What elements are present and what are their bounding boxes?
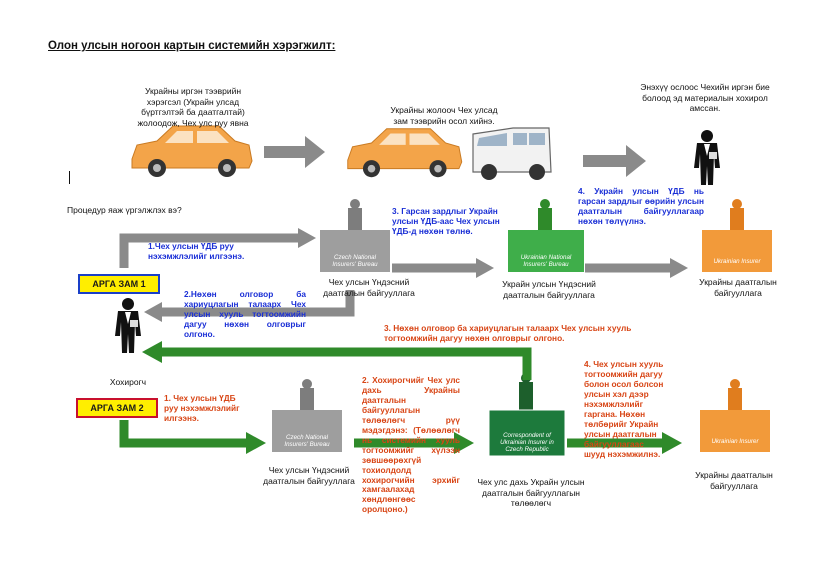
route2-arrows [119,347,664,448]
ukr-bureau-box-label: Ukrainian National Insurers' Bureau [520,254,572,269]
building-icon [508,199,584,272]
person-icon [115,298,141,353]
caption-ukr-bureau: Украйн улсын Үндэсний даатгалын байгуулл… [502,279,596,300]
caption-czech-bureau-2: Чех улсын Үндэсний даатгалын байгууллага [263,465,355,486]
ukr-insurer-box-label: Ukrainian Insurer [713,258,761,265]
arrow-left-icon [142,341,162,363]
van-icon [472,127,552,180]
ukr-insurer-box-label-2: Ukrainian Insurer [711,438,759,445]
arrow-left-icon [144,302,162,322]
caption-victim: Хохирогч [109,377,147,387]
arrow-right-icon [246,432,266,454]
route-1-label: АРГА ЗАМ 1 [78,274,160,294]
arrow-right-icon [264,136,646,177]
step-red-2: 2. Хохирогчийг Чех улс дахь Украйны даат… [362,375,460,515]
page-title: Олон улсын ногоон картын системийн хэрэг… [48,40,336,52]
step-red-4: 4. Чех улсын хууль тогтоомжийн дагуу бол… [584,359,664,459]
caption-accident: Украйны жолооч Чех улсад зам тээврийн ос… [390,105,498,126]
step-blue-4: 4. Украйн улсын ҮДБ нь гарсан зардлыг өө… [578,186,704,226]
step-blue-3: 3. Гарсан зардлыг Украйн улсын ҮДБ-аас Ч… [392,206,500,236]
route1-arrows [119,233,672,317]
building-icon [702,199,772,272]
step-blue-1: 1.Чех улсын ҮДБ руу нэхэмжлэлийг илгээнэ… [148,241,245,261]
building-icon [488,373,566,457]
step-red-3: 3. Нөхөн олговор ба хариуцлагын талаарх … [384,323,632,343]
czech-bureau-box-label-2: Czech National Insurers' Bureau [284,434,330,449]
caption-czech-bureau: Чех улсын Үндэсний даатгалын байгууллага [323,277,415,298]
building-icon [272,379,342,452]
caption-ukr-insurer: Украйны даатгалын байгууллага [699,277,777,298]
caption-ukr-insurer-2: Украйны даатгалын байгууллага [695,470,773,491]
person-icon [694,130,720,185]
step-red-1: 1. Чех улсын ҮДБ руу нэхэмжлэлийг илгээн… [164,393,240,423]
car-icon [131,125,253,178]
step-blue-2: 2.Нөхөн олговор ба хариуцлагын талаарх Ч… [184,289,306,339]
arrow-right-icon [454,432,474,454]
czech-bureau-box-label: Czech National Insurers' Bureau [332,254,378,269]
building-icon [700,379,770,452]
caption-correspondent: Чех улс дахь Украйн улсын даатгалын байг… [477,477,585,509]
building-icon [320,199,390,272]
caption-victim-top: Энэхүү ослоос Чехийн иргэн бие болоод эд… [640,82,770,114]
correspondent-box-label: Correspondent of Ukrainian Insurer in Cz… [500,432,554,454]
route-2-label: АРГА ЗАМ 2 [76,398,158,418]
car-icon [347,128,463,178]
question-text: Процедур яаж үргэлжлэх вэ? [67,205,182,215]
arrow-right-icon [662,432,682,454]
caption-car: Украйны иргэн тээврийн хэрэгсэл (Украйн … [137,86,249,128]
arrow-right-icon [298,228,688,278]
